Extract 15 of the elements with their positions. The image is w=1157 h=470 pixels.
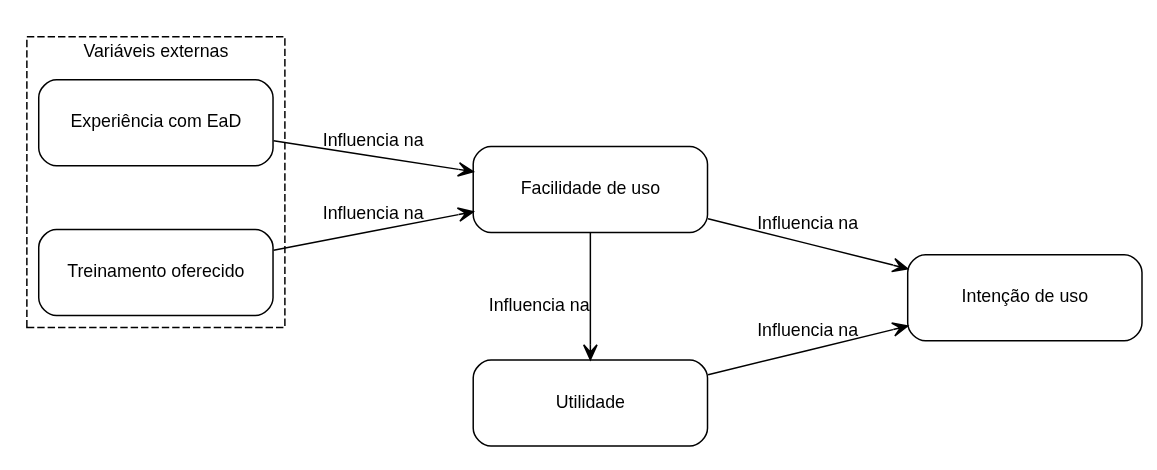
node-box: Experiência com EaD xyxy=(38,78,274,167)
node-box: Intenção de uso xyxy=(906,253,1143,341)
arrow xyxy=(272,206,474,251)
edge-label: Influencia na xyxy=(488,294,590,315)
edge-label: Influencia na xyxy=(322,129,424,150)
edge-label: Influencia na xyxy=(757,319,859,340)
arrow xyxy=(707,321,909,375)
node-box: Utilidade xyxy=(472,358,709,447)
edge-label: Influencia na xyxy=(757,212,859,233)
node-box: Facilidade de uso xyxy=(472,145,709,233)
arrow xyxy=(272,139,474,177)
edge-label: Influencia na xyxy=(322,202,424,223)
node-box: Treinamento oferecido xyxy=(38,228,274,316)
arrow xyxy=(582,231,598,360)
arrow xyxy=(707,217,909,272)
